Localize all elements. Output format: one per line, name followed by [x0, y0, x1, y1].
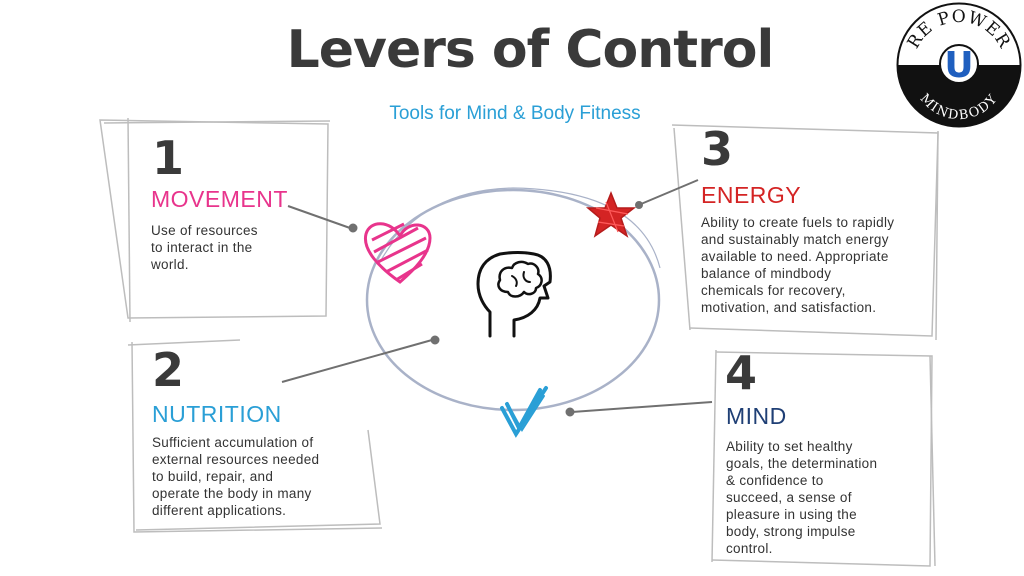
desc-line: motivation, and satisfaction. — [701, 300, 877, 315]
star-icon — [585, 190, 637, 238]
box-energy-frame — [671, 124, 939, 341]
central-circle — [365, 188, 661, 412]
central-circle-overlap — [379, 187, 661, 269]
desc-line: Sufficient accumulation of — [152, 435, 314, 450]
desc-line: and sustainably match energy — [701, 232, 889, 247]
desc-line: Ability to set healthy — [726, 439, 853, 454]
page-subtitle: Tools for Mind & Body Fitness — [389, 103, 641, 124]
lever-heading-mind: MIND — [726, 403, 787, 429]
lever-heading-nutrition: NUTRITION — [152, 401, 282, 427]
lever-description-movement: Use of resources to interact in the worl… — [151, 222, 258, 273]
heart-icon — [363, 222, 432, 284]
lever-description-energy: Ability to create fuels to rapidly and s… — [701, 214, 894, 316]
desc-line: world. — [151, 257, 189, 272]
desc-line: control. — [726, 541, 773, 556]
lever-heading-energy: ENERGY — [701, 182, 802, 208]
desc-line: goals, the determination — [726, 456, 878, 471]
desc-line: Use of resources — [151, 223, 258, 238]
brain-head-icon — [476, 251, 552, 338]
desc-line: different applications. — [152, 503, 287, 518]
desc-line: operate the body in many — [152, 486, 312, 501]
repower-mindbody-logo: RE POWER MINDBODY U — [896, 2, 1022, 128]
desc-line: pleasure in using the — [726, 507, 857, 522]
lever-description-mind: Ability to set healthy goals, the determ… — [726, 438, 877, 557]
desc-line: to build, repair, and — [152, 469, 274, 484]
lever-heading-movement: MOVEMENT — [151, 186, 288, 212]
desc-line: & confidence to — [726, 473, 824, 488]
desc-line: Ability to create fuels to rapidly — [701, 215, 895, 230]
desc-line: body, strong impulse — [726, 524, 856, 539]
box-movement-frame — [99, 117, 331, 323]
lever-number-4: 4 — [725, 346, 758, 400]
desc-line: balance of mindbody — [701, 266, 832, 281]
connector-lines — [281, 179, 713, 417]
lever-description-nutrition: Sufficient accumulation of external reso… — [152, 434, 319, 519]
lever-number-1: 1 — [152, 131, 185, 185]
lever-number-3: 3 — [701, 122, 734, 176]
desc-line: succeed, a sense of — [726, 490, 852, 505]
logo-u-letter: U — [944, 45, 973, 86]
desc-line: to interact in the — [151, 240, 253, 255]
checkmark-icon — [500, 386, 548, 438]
box-mind-frame — [711, 349, 936, 567]
lever-number-2: 2 — [152, 343, 185, 397]
box-nutrition-frame — [127, 339, 383, 533]
page-title: Levers of Control — [286, 20, 775, 80]
desc-line: chemicals for recovery, — [701, 283, 846, 298]
desc-line: available to need. Appropriate — [701, 249, 889, 264]
desc-line: external resources needed — [152, 452, 320, 467]
